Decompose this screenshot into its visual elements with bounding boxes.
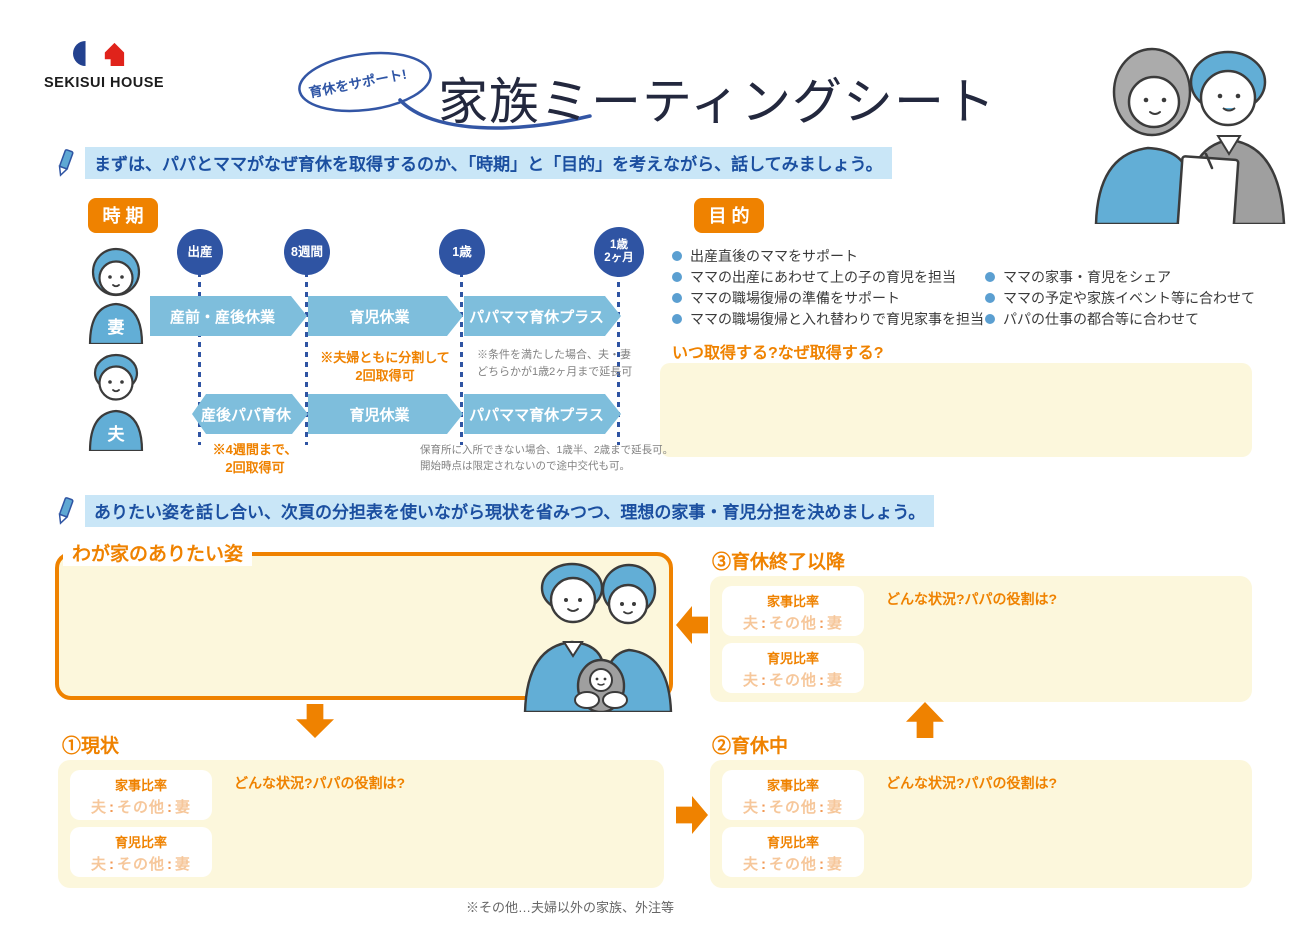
timeline-dotted-line bbox=[198, 272, 201, 445]
purpose-item-text: ママの予定や家族イベント等に合わせて bbox=[1003, 289, 1255, 306]
when-why-write-box[interactable] bbox=[660, 363, 1252, 457]
question-when-why: いつ取得する?なぜ取得する? bbox=[672, 345, 884, 362]
purpose-item: ママの予定や家族イベント等に合わせて bbox=[985, 287, 1255, 308]
ratio-placeholder[interactable]: 夫:その他:妻 bbox=[90, 799, 192, 816]
footnote: ※その他…夫婦以外の家族、外注等 bbox=[465, 900, 674, 915]
bullet-icon bbox=[985, 292, 995, 303]
purpose-item: ママの家事・育児をシェア bbox=[985, 266, 1255, 287]
timeline-dotted-line bbox=[305, 272, 308, 445]
purpose-item-text: ママの出産にあわせて上の子の育児を担当 bbox=[690, 268, 956, 285]
purpose-item-text: 出産直後のママをサポート bbox=[690, 247, 858, 264]
purpose-item-text: ママの職場復帰の準備をサポート bbox=[690, 289, 900, 306]
situation-question: どんな状況?パパの役割は? bbox=[886, 591, 1058, 607]
situation-question: どんな状況?パパの役割は? bbox=[234, 775, 406, 791]
housework-ratio-label: 家事比率 bbox=[766, 778, 819, 793]
husband-label: 夫 bbox=[108, 424, 126, 444]
purpose-item: ママの職場復帰と入れ替わりで育児家事を担当 bbox=[672, 308, 984, 329]
arrow-right-icon bbox=[676, 796, 708, 834]
arrow-down-icon bbox=[296, 704, 334, 738]
bar-wife-papa-mama-plus: パパママ育休プラス bbox=[464, 296, 621, 336]
badge-jiki: 時期 bbox=[88, 198, 158, 233]
badge-mokuteki: 目的 bbox=[694, 198, 764, 233]
sekisui-house-logo: SEKISUI HOUSE bbox=[44, 40, 165, 91]
arrow-up-icon bbox=[906, 702, 944, 738]
milestone-1year2months: 1歳 2ヶ月 bbox=[594, 227, 644, 277]
purpose-item: ママの職場復帰の準備をサポート bbox=[672, 287, 984, 308]
during-leave-write-box[interactable]: 家事比率 夫:その他:妻 育児比率 夫:その他:妻 どんな状況?パパの役割は? bbox=[710, 760, 1252, 888]
logo-wordmark: SEKISUI HOUSE bbox=[44, 75, 165, 91]
childcare-ratio-box[interactable]: 育児比率 夫:その他:妻 bbox=[722, 827, 864, 877]
housework-ratio-box[interactable]: 家事比率 夫:その他:妻 bbox=[70, 770, 212, 820]
section-title-after-leave: ③育休終了以降 bbox=[712, 552, 846, 573]
milestone-8weeks: 8週間 bbox=[284, 229, 330, 275]
pencil-icon bbox=[58, 149, 74, 177]
bar-husband-postpartum-leave: 産後パパ育休 bbox=[192, 394, 308, 434]
instruction-1-text: まずは、パパとママがなぜ育休を取得するのか、「時期」と「目的」を考えながら、話し… bbox=[85, 147, 892, 179]
purpose-item: 出産直後のママをサポート bbox=[672, 245, 984, 266]
note-split-twice: ※夫婦ともに分割して 2回取得可 bbox=[320, 350, 450, 384]
swoosh-underline-icon bbox=[398, 98, 592, 130]
bullet-icon bbox=[985, 313, 995, 324]
ideal-box-title: わが家のありたい姿 bbox=[63, 539, 253, 566]
situation-question: どんな状況?パパの役割は? bbox=[886, 775, 1058, 791]
note-4weeks: ※4週間まで、 2回取得可 bbox=[212, 442, 298, 476]
bar-wife-maternity-leave: 産前・産後休業 bbox=[150, 296, 307, 336]
page-title: 家族ミーティングシート bbox=[438, 74, 996, 130]
section-title-during-leave: ②育休中 bbox=[712, 736, 789, 757]
note-extension: ※条件を満たした場合、夫・妻 どちらかが1歳2ヶ月まで延長可 bbox=[477, 349, 633, 378]
ideal-family-write-box[interactable]: わが家のありたい姿 bbox=[55, 539, 673, 712]
bar-wife-childcare-leave: 育児休業 bbox=[308, 296, 463, 336]
housework-ratio-box[interactable]: 家事比率 夫:その他:妻 bbox=[722, 586, 864, 636]
pencil-icon bbox=[58, 497, 74, 525]
bullet-icon bbox=[672, 292, 682, 303]
sekisui-house-logo-icon bbox=[73, 40, 125, 67]
wife-avatar: 妻 bbox=[84, 244, 148, 349]
purpose-item: ママの出産にあわせて上の子の育児を担当 bbox=[672, 266, 984, 287]
childcare-ratio-label: 育児比率 bbox=[114, 835, 167, 850]
childcare-ratio-label: 育児比率 bbox=[766, 835, 819, 850]
current-write-box[interactable]: 家事比率 夫:その他:妻 育児比率 夫:その他:妻 どんな状況?パパの役割は? bbox=[58, 760, 664, 888]
bullet-icon bbox=[985, 271, 995, 282]
section-title-current: ①現状 bbox=[62, 736, 120, 757]
note-nursery: 保育所に入所できない場合、1歳半、2歳まで延長可。 開始時点は限定されないので途… bbox=[420, 444, 674, 472]
childcare-ratio-label: 育児比率 bbox=[766, 651, 819, 666]
bullet-icon bbox=[672, 271, 682, 282]
purpose-list-2: ママの家事・育児をシェア ママの予定や家族イベント等に合わせて パパの仕事の都合… bbox=[985, 266, 1255, 329]
purpose-item-text: ママの職場復帰と入れ替わりで育児家事を担当 bbox=[690, 310, 984, 327]
couple-reading-illustration bbox=[1094, 47, 1286, 224]
housework-ratio-label: 家事比率 bbox=[766, 594, 819, 609]
instruction-row-2: ありたい姿を話し合い、次頁の分担表を使いながら現状を省みつつ、理想の家事・育児分… bbox=[52, 495, 935, 527]
husband-avatar: 夫 bbox=[84, 349, 148, 456]
family-illustration bbox=[523, 562, 673, 712]
bar-husband-childcare-leave: 育児休業 bbox=[308, 394, 463, 434]
purpose-item-text: ママの家事・育児をシェア bbox=[1003, 268, 1171, 285]
instruction-row-1: まずは、パパとママがなぜ育休を取得するのか、「時期」と「目的」を考えながら、話し… bbox=[52, 147, 892, 179]
childcare-ratio-box[interactable]: 育児比率 夫:その他:妻 bbox=[722, 643, 864, 693]
purpose-item-text: パパの仕事の都合等に合わせて bbox=[1003, 310, 1199, 327]
arrow-left-icon bbox=[676, 606, 708, 644]
milestone-1year: 1歳 bbox=[439, 229, 485, 275]
ikukyu-support-bubble: 育休をサポート! bbox=[294, 46, 436, 116]
ratio-placeholder[interactable]: 夫:その他:妻 bbox=[742, 615, 844, 632]
ratio-placeholder[interactable]: 夫:その他:妻 bbox=[742, 799, 844, 816]
purpose-list-1: 出産直後のママをサポート ママの出産にあわせて上の子の育児を担当 ママの職場復帰… bbox=[672, 245, 984, 329]
wife-label: 妻 bbox=[108, 318, 125, 337]
housework-ratio-label: 家事比率 bbox=[114, 778, 167, 793]
housework-ratio-box[interactable]: 家事比率 夫:その他:妻 bbox=[722, 770, 864, 820]
ratio-placeholder[interactable]: 夫:その他:妻 bbox=[90, 856, 192, 873]
purpose-item: パパの仕事の都合等に合わせて bbox=[985, 308, 1255, 329]
timeline-dotted-line bbox=[617, 272, 620, 445]
bullet-icon bbox=[672, 250, 682, 261]
milestone-birth: 出産 bbox=[177, 229, 223, 275]
after-leave-write-box[interactable]: 家事比率 夫:その他:妻 育児比率 夫:その他:妻 どんな状況?パパの役割は? bbox=[710, 576, 1252, 702]
childcare-ratio-box[interactable]: 育児比率 夫:その他:妻 bbox=[70, 827, 212, 877]
instruction-2-text: ありたい姿を話し合い、次頁の分担表を使いながら現状を省みつつ、理想の家事・育児分… bbox=[85, 495, 935, 527]
timeline-dotted-line bbox=[460, 272, 463, 445]
ratio-placeholder[interactable]: 夫:その他:妻 bbox=[742, 856, 844, 873]
bullet-icon bbox=[672, 313, 682, 324]
speech-bubble-outline-icon bbox=[298, 51, 432, 113]
ratio-placeholder[interactable]: 夫:その他:妻 bbox=[742, 672, 844, 689]
bar-husband-papa-mama-plus: パパママ育休プラス bbox=[464, 394, 621, 434]
